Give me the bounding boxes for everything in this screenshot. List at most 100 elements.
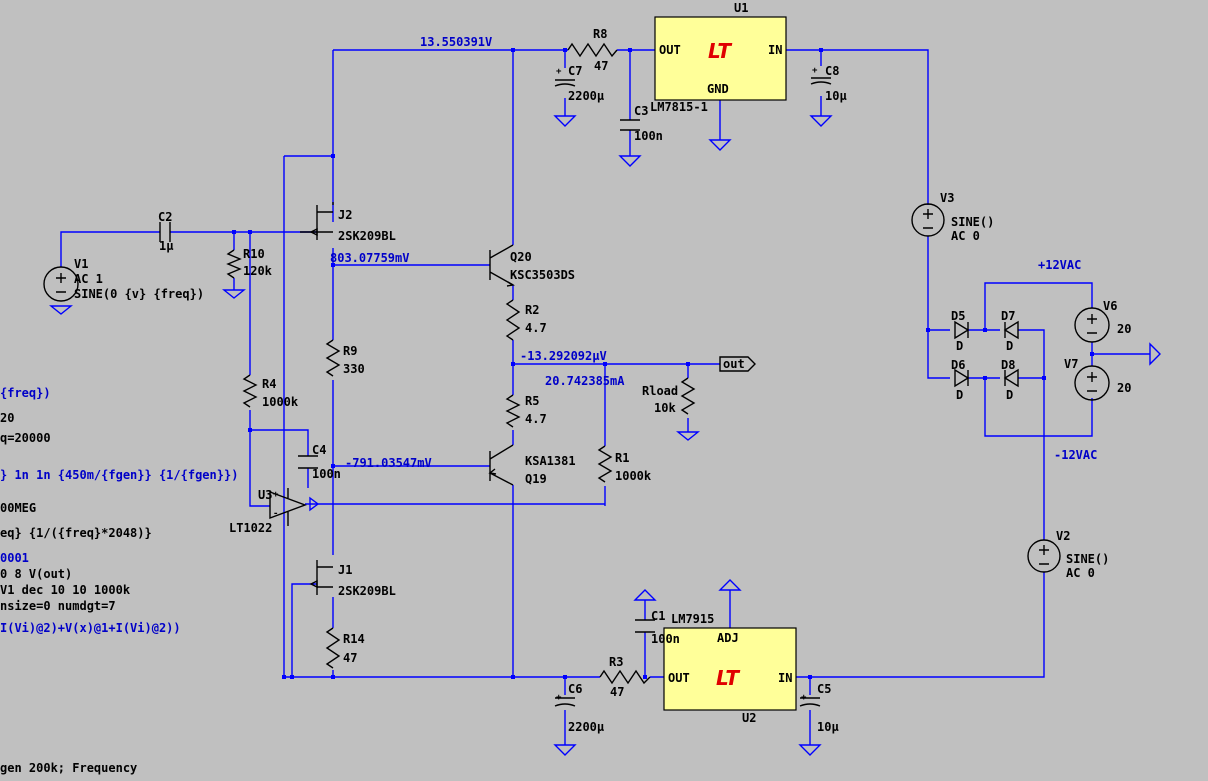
- resistor-rload: [680, 377, 696, 415]
- source-v2: [1027, 539, 1061, 573]
- d5-value: D: [956, 339, 963, 353]
- jfet-j2: [300, 202, 334, 240]
- ground-icon: [798, 744, 822, 756]
- directive-line: 0001: [0, 551, 29, 565]
- directive-line: 20: [0, 411, 14, 425]
- capacitor-c3: [620, 119, 640, 131]
- u3-ref: U3: [258, 488, 272, 502]
- regulator-u1: LT OUT IN GND U1 LM7815-1: [650, 1, 787, 114]
- svg-text:-: -: [273, 509, 278, 519]
- v3-line2: AC 0: [951, 229, 980, 243]
- ground-icon: [633, 589, 657, 601]
- source-v3: [911, 203, 945, 237]
- d6-value: D: [956, 388, 963, 402]
- minus12-label: -12VAC: [1054, 448, 1097, 462]
- u2-ref: U2: [742, 711, 756, 725]
- c1-value: 100n: [651, 632, 680, 646]
- u2-part: LM7915: [671, 612, 714, 626]
- ground-icon: [618, 155, 642, 167]
- directive-line: } 1n 1n {450m/{fgen}} {1/{fgen}}): [0, 468, 238, 482]
- resistor-r10: [226, 249, 242, 279]
- v1-line2: SINE(0 {v} {freq}): [74, 287, 204, 301]
- capacitor-c2: [159, 222, 171, 242]
- v1-ref: V1: [74, 257, 88, 271]
- r8-ref: R8: [593, 27, 607, 41]
- v1-line1: AC 1: [74, 272, 103, 286]
- r4-ref: R4: [262, 377, 276, 391]
- u1-in-pin: IN: [768, 43, 782, 57]
- diode-d5: [954, 320, 970, 340]
- node-mid-label: -13.292092µV: [520, 349, 607, 363]
- svg-text:+: +: [556, 67, 562, 77]
- v2-ref: V2: [1056, 529, 1070, 543]
- r14-value: 47: [343, 651, 357, 665]
- resistor-r4: [242, 374, 258, 408]
- r3-ref: R3: [609, 655, 623, 669]
- net-label-out: out: [719, 356, 756, 372]
- u2-adj-pin: ADJ: [717, 631, 739, 645]
- resistor-r14: [325, 627, 341, 669]
- resistors: [226, 42, 696, 685]
- spice-directives: {freq}) 20 q=20000 } 1n 1n {450m/{fgen}}…: [0, 386, 238, 775]
- rload-value: 10k: [654, 401, 676, 415]
- r10-value: 120k: [243, 264, 273, 278]
- diode-d7: [1003, 320, 1019, 340]
- node-vplus-label: 13.550391V: [420, 35, 492, 49]
- opamp-u3: + -: [269, 488, 308, 526]
- wires: [60, 49, 1150, 745]
- ground-icon: [222, 289, 246, 299]
- resistor-r3: [599, 669, 651, 685]
- svg-text:+: +: [556, 693, 562, 703]
- capacitor-c4: [298, 455, 318, 469]
- c4-value: 100n: [312, 467, 341, 481]
- capacitor-c1: [635, 619, 655, 633]
- q19-part: KSA1381: [525, 454, 576, 468]
- c8-ref: C8: [825, 64, 839, 78]
- plus12-label: +12VAC: [1038, 258, 1081, 272]
- directive-line: I(Vi)@2)+V(x)@1+I(Vi)@2)): [0, 621, 181, 635]
- ground-icon: [1149, 342, 1161, 366]
- svg-text:+: +: [812, 66, 818, 76]
- u1-part: LM7815-1: [650, 100, 708, 114]
- r4-value: 1000k: [262, 395, 299, 409]
- resistor-r9: [325, 339, 341, 377]
- q20-part: KSC3503DS: [510, 268, 575, 282]
- r2-value: 4.7: [525, 321, 547, 335]
- directive-line: q=20000: [0, 431, 51, 445]
- ground-icon: [553, 115, 577, 127]
- resistor-r8: [567, 42, 618, 58]
- diodes: [954, 320, 1019, 388]
- r10-ref: R10: [243, 247, 265, 261]
- ground-icon: [809, 115, 833, 127]
- resistor-r2: [505, 299, 521, 341]
- node-labels: 13.550391V 803.07759mV -13.292092µV 20.7…: [330, 35, 1097, 470]
- r5-value: 4.7: [525, 412, 547, 426]
- node-q20-base-label: 803.07759mV: [330, 251, 409, 265]
- junctions: [232, 48, 1094, 679]
- v2-line1: SINE(): [1066, 552, 1109, 566]
- c3-ref: C3: [634, 104, 648, 118]
- j2-ref: J2: [338, 208, 352, 222]
- voltage-sources: [43, 203, 1110, 573]
- u1-gnd-pin: GND: [707, 82, 729, 96]
- j1-part: 2SK209BL: [338, 584, 396, 598]
- q19-ref: Q19: [525, 472, 547, 486]
- capacitor-c6: [554, 697, 576, 707]
- ground-icon: [676, 431, 700, 441]
- svg-text:+: +: [801, 693, 807, 703]
- node-q19-base-label: -791.03547mV: [345, 456, 432, 470]
- c2-value: 1µ: [159, 239, 173, 253]
- u2-in-pin: IN: [778, 671, 792, 685]
- c4-ref: C4: [312, 443, 326, 457]
- v3-ref: V3: [940, 191, 954, 205]
- component-labels: R8 47 C7 2200µ C3 100n C8 10µ V3 SINE() …: [74, 27, 1131, 734]
- bjt-q19: [489, 444, 514, 486]
- directive-line: nsize=0 numdgt=7: [0, 599, 116, 613]
- directive-line: V1 dec 10 10 1000k: [0, 583, 131, 597]
- u1-out-pin: OUT: [659, 43, 681, 57]
- source-v6: [1074, 307, 1110, 343]
- r1-value: 1000k: [615, 469, 652, 483]
- capacitor-c8: [810, 77, 832, 85]
- d8-value: D: [1006, 388, 1013, 402]
- r9-ref: R9: [343, 344, 357, 358]
